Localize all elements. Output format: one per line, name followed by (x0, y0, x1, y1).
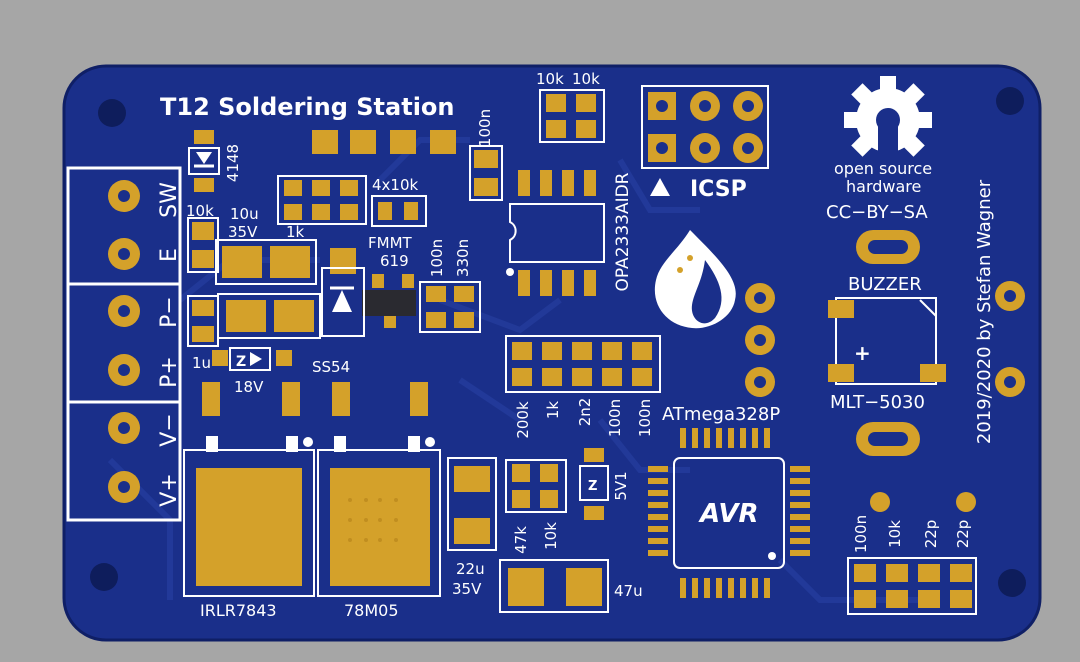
svg-text:18V: 18V (234, 378, 264, 396)
mounting-hole (90, 563, 118, 591)
board-title: T12 Soldering Station (160, 93, 455, 121)
buzzer-slot-pads (856, 230, 920, 456)
label-p-plus: P+ (157, 356, 182, 388)
svg-text:BUZZER: BUZZER (848, 274, 922, 295)
svg-text:OPA2333AIDR: OPA2333AIDR (613, 172, 633, 291)
label-p-minus: P− (157, 296, 182, 328)
capacitor-1u: 1u (187, 295, 219, 372)
diode-4148: 4148 (188, 130, 242, 192)
capacitor-22u: 22u 35V (447, 457, 497, 598)
svg-text:35V: 35V (228, 223, 258, 241)
mcu-atmega328p: ATmega328P AVR (648, 404, 810, 598)
svg-text:47k: 47k (512, 526, 530, 554)
power-pads-row (202, 382, 428, 416)
svg-text:100n: 100n (428, 239, 446, 277)
label-e: E (157, 248, 182, 262)
svg-text:open source: open source (834, 159, 932, 178)
svg-text:5V1: 5V1 (612, 471, 630, 500)
svg-text:1k: 1k (544, 401, 562, 420)
opamp-opa2333: OPA2333AIDR (506, 170, 633, 296)
svg-text:10u: 10u (230, 205, 259, 223)
svg-text:4x10k: 4x10k (372, 176, 419, 194)
through-hole-pads (745, 283, 775, 397)
svg-text:AVR: AVR (698, 499, 759, 529)
edge-pads (995, 281, 1025, 397)
credit-text: 2019/2020 by Stefan Wagner (974, 179, 995, 444)
svg-text:Z: Z (236, 354, 246, 370)
zener-5v1: Z 5V1 (579, 448, 630, 520)
capacitor-10u: 10u 35V 1k (215, 205, 317, 285)
svg-text:78M05: 78M05 (344, 601, 399, 620)
svg-text:10k: 10k (536, 70, 564, 88)
resistor-array-4x10k: 4x10k (277, 175, 419, 225)
svg-text:35V: 35V (452, 580, 482, 598)
icsp-header: ICSP (641, 85, 769, 202)
svg-text:ICSP: ICSP (690, 177, 747, 202)
label-v-plus: V+ (157, 473, 182, 506)
mounting-hole (98, 99, 126, 127)
passives-bottom-right: 100n 10k 22p 22p (847, 492, 977, 615)
svg-text:IRLR7843: IRLR7843 (200, 601, 277, 620)
svg-text:22p: 22p (922, 520, 940, 549)
svg-text:FMMT: FMMT (368, 234, 413, 252)
svg-text:619: 619 (380, 252, 409, 270)
svg-text:22u: 22u (456, 560, 485, 578)
buzzer-mlt5030: BUZZER + MLT−5030 (828, 274, 946, 413)
svg-text:MLT−5030: MLT−5030 (830, 392, 925, 413)
resistors-10k-top: 10k 10k (536, 70, 605, 143)
svg-text:+: + (854, 341, 871, 365)
mounting-hole (996, 87, 1024, 115)
svg-text:4148: 4148 (224, 144, 242, 182)
svg-text:47u: 47u (614, 582, 643, 600)
passive-row: 200k 1k 2n2 100n 100n (505, 335, 661, 439)
svg-text:22p: 22p (954, 520, 972, 549)
svg-text:10k: 10k (542, 522, 560, 550)
label-v-minus: V− (157, 413, 182, 446)
svg-text:Z: Z (588, 479, 597, 494)
flame-logo (654, 230, 736, 329)
svg-text:10k: 10k (186, 202, 214, 220)
svg-text:10k: 10k (886, 520, 904, 548)
svg-text:10k: 10k (572, 70, 600, 88)
svg-text:100n: 100n (852, 515, 870, 553)
pin-header-top (312, 130, 456, 154)
mosfet-irlr7843: IRLR7843 (183, 436, 315, 620)
svg-text:100n: 100n (606, 399, 624, 437)
label-sw: SW (157, 182, 182, 218)
resistors-47k-10k: 47k 10k (505, 459, 567, 554)
capacitor-47u: 47u (499, 559, 643, 613)
svg-text:330n: 330n (454, 239, 472, 277)
regulator-78m05: 78M05 (317, 436, 441, 620)
svg-text:CC−BY−SA: CC−BY−SA (826, 202, 928, 223)
resistor-10k-left: 10k (186, 202, 219, 273)
svg-text:ATmega328P: ATmega328P (662, 404, 780, 425)
capacitor-pads (217, 293, 321, 339)
zener-18v: Z 18V (212, 347, 292, 396)
svg-text:1u: 1u (192, 354, 211, 372)
capacitor-100n-top: 100n (469, 109, 503, 201)
svg-text:200k: 200k (514, 401, 532, 439)
svg-text:1k: 1k (286, 223, 305, 241)
terminal-connector: SW E P− P+ V− V+ (66, 166, 182, 522)
svg-text:100n: 100n (636, 399, 654, 437)
mounting-holes (90, 87, 1026, 597)
capacitors-100n-330n: 100n 330n (419, 239, 481, 333)
svg-text:100n: 100n (476, 109, 494, 147)
svg-text:2n2: 2n2 (576, 398, 594, 427)
oshw-logo: open source hardware CC−BY−SA (826, 76, 932, 223)
mounting-hole (998, 569, 1026, 597)
transistor-fmmt619: FMMT 619 (362, 195, 427, 328)
diode-ss54: SS54 (312, 248, 365, 376)
pcb-board-edge (62, 64, 1042, 642)
svg-text:hardware: hardware (846, 177, 921, 196)
svg-text:SS54: SS54 (312, 358, 350, 376)
